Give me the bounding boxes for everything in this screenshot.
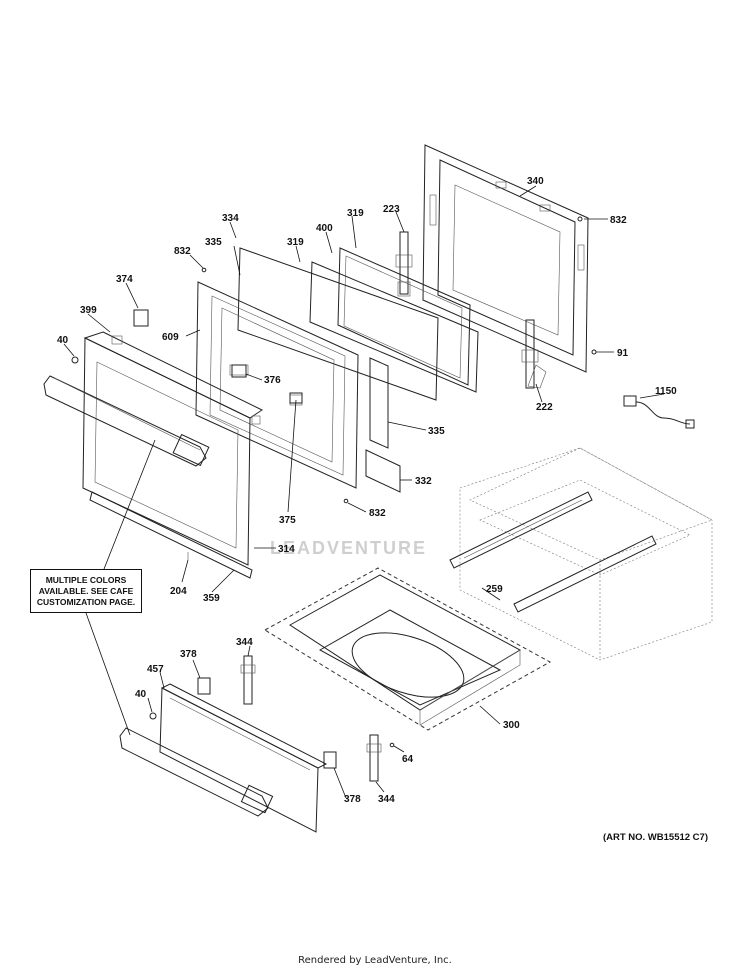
part-label-359: 359 [203, 593, 220, 604]
part-label-334: 334 [222, 213, 239, 224]
part-label-319-b: 319 [287, 237, 304, 248]
part-label-399: 399 [80, 305, 97, 316]
drawer-bracket-lower [366, 734, 382, 782]
part-label-319-a: 319 [347, 208, 364, 219]
insulation-upper [369, 357, 389, 449]
part-label-314: 314 [278, 544, 295, 555]
part-label-64: 64 [402, 754, 414, 765]
part-label-376: 376 [264, 375, 281, 386]
hinge-upper [395, 231, 413, 297]
part-label-259: 259 [486, 584, 503, 595]
range-body-outline [459, 447, 713, 661]
part-label-400: 400 [316, 223, 333, 234]
bracket-374 [133, 309, 149, 327]
part-label-378-b: 378 [344, 794, 361, 805]
part-label-375: 375 [279, 515, 296, 526]
color-options-callout: MULTIPLE COLORS AVAILABLE. SEE CAFE CUST… [30, 569, 142, 613]
part-label-832-a: 832 [610, 215, 627, 226]
drawer-clip-lower [323, 751, 337, 769]
art-number: (ART NO. WB15512 C7) [602, 832, 708, 843]
hinge-lower [521, 319, 547, 389]
outer-glass [237, 247, 439, 401]
part-label-222: 222 [536, 402, 553, 413]
drawer-bracket-upper [240, 655, 256, 705]
part-label-340: 340 [527, 176, 544, 187]
part-label-378-a: 378 [180, 649, 197, 660]
part-label-832-c: 832 [369, 508, 386, 519]
part-label-223: 223 [383, 204, 400, 215]
part-label-204: 204 [170, 586, 187, 597]
part-label-457: 457 [147, 664, 164, 675]
part-label-832-b: 832 [174, 246, 191, 257]
drawer-slide-rail [449, 491, 657, 613]
door-bottom-trim [89, 491, 253, 579]
part-label-335-b: 335 [428, 426, 445, 437]
drawer-clip-upper [197, 677, 211, 695]
drawer-front-panel [159, 683, 328, 833]
part-label-344-b: 344 [378, 794, 395, 805]
label-leaders [63, 185, 665, 799]
part-labels: 340 832 223 319 400 319 334 335 832 374 … [57, 176, 677, 805]
wire-harness [623, 395, 695, 429]
part-label-374: 374 [116, 274, 133, 285]
oven-door-handle [43, 375, 210, 467]
oven-door-outer [82, 331, 264, 566]
callout-leaders [85, 439, 156, 736]
part-label-335-a: 335 [205, 237, 222, 248]
warming-drawer [264, 567, 552, 731]
drawer-handle [119, 727, 274, 817]
part-label-344-a: 344 [236, 637, 253, 648]
part-label-300: 300 [503, 720, 520, 731]
inner-glass [337, 247, 471, 386]
footer-credit: Rendered by LeadVenture, Inc. [298, 955, 452, 966]
bracket-376 [231, 364, 247, 378]
part-label-1150: 1150 [655, 386, 677, 397]
watermark: LEADVENTURE [270, 538, 428, 558]
insulation-lower [365, 449, 401, 493]
middle-glass [309, 261, 479, 393]
part-label-40-a: 40 [57, 335, 69, 346]
part-label-332: 332 [415, 476, 432, 487]
door-rear-frame [422, 144, 589, 373]
part-label-40-b: 40 [135, 689, 147, 700]
screw-parts [71, 216, 597, 748]
part-label-609: 609 [162, 332, 179, 343]
part-label-91: 91 [617, 348, 629, 359]
